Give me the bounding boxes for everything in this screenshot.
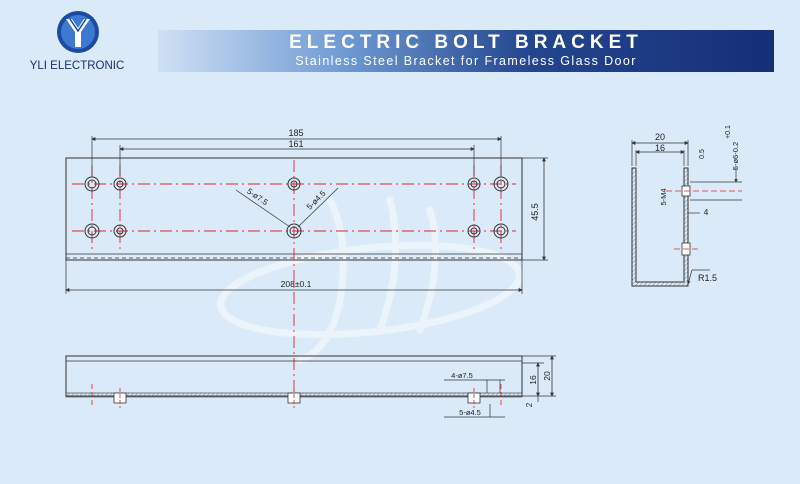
front-centerlines: [72, 160, 516, 395]
label-hole-large: 5-ø7.5: [245, 187, 270, 208]
page-title: ELECTRIC BOLT BRACKET: [289, 32, 643, 53]
bottom-view: 4-ø7.5 5-ø4.5 16 20 2: [65, 355, 556, 418]
bottom-dim-16: 16: [528, 375, 538, 385]
dim-185: 185: [288, 128, 303, 138]
side-dim-m4: 5-M4: [659, 188, 668, 205]
company-name: YLI ELECTRONIC: [29, 60, 125, 72]
dim-161: 161: [288, 139, 303, 149]
side-dim-radius: R1.5: [698, 273, 717, 283]
yli-y-logo-icon: [57, 11, 99, 53]
bottom-label-counterbore: 4-ø7.5: [451, 371, 473, 380]
side-dim-20: 20: [655, 132, 665, 142]
dim-length: 208±0.1: [281, 279, 312, 289]
dim-height: 45.5: [530, 203, 540, 221]
side-dim-16: 16: [655, 143, 665, 153]
side-dim-4: 4: [704, 207, 709, 217]
company-logo: YLI ELECTRONIC: [22, 10, 132, 80]
label-hole-small: 5-ø4.5: [305, 188, 328, 211]
front-holes: [84, 176, 509, 239]
bottom-dim-2: 2: [525, 402, 534, 407]
side-view: 20 16 +0.1 5-ø6-0.2 0.5 5-M4 4 R1.5: [631, 125, 742, 287]
bottom-label-thru: 5-ø4.5: [459, 408, 481, 417]
watermark: [217, 196, 523, 364]
title-banner: ELECTRIC BOLT BRACKET Stainless Steel Br…: [158, 30, 774, 72]
page-subtitle: Stainless Steel Bracket for Frameless Gl…: [295, 54, 637, 68]
side-dim-slot: 5-ø6-0.2: [731, 142, 740, 170]
bottom-dim-20: 20: [542, 371, 552, 381]
side-dim-tol: +0.1: [725, 125, 732, 139]
side-dim-small: 0.5: [699, 149, 706, 159]
side-channel-profile: [631, 167, 689, 287]
